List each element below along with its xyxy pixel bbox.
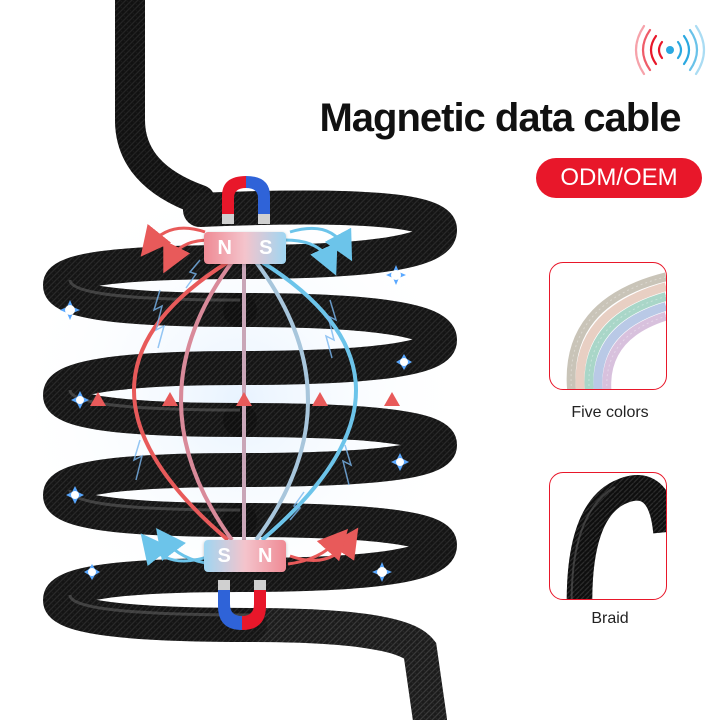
odm-oem-badge: ODM/OEM	[536, 158, 702, 198]
page-title: Magnetic data cable	[319, 96, 681, 140]
feature-thumb-five-colors	[549, 262, 667, 390]
feature-thumb-braid	[549, 472, 667, 600]
feature-caption-five-colors: Five colors	[571, 404, 649, 421]
pole-label-south: S	[217, 544, 231, 567]
signal-waves-icon	[634, 24, 706, 76]
pole-label-north: N	[257, 544, 273, 567]
pole-label-north: N	[217, 236, 232, 259]
feature-caption-braid: Braid	[591, 610, 629, 627]
pole-label-south: S	[259, 236, 273, 259]
magnet-icon	[218, 580, 266, 630]
magnet-icon	[222, 176, 270, 224]
top-magnet-plate: N S	[204, 232, 286, 264]
braided-cable-icon	[566, 475, 666, 599]
bottom-magnet-plate: S N	[204, 540, 286, 572]
spark-icon	[60, 265, 412, 582]
five-colors-cable-icon	[566, 272, 666, 389]
